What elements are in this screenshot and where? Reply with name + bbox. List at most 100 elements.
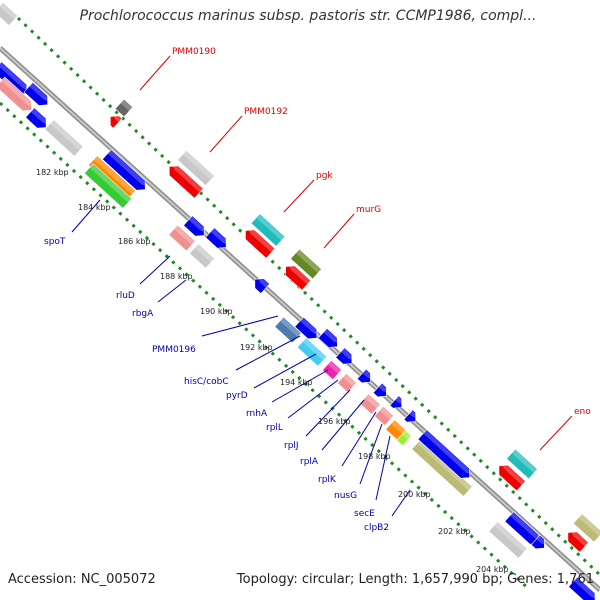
forward-gene-label: PMM0192	[244, 107, 288, 117]
gene-top-left-pink	[0, 76, 34, 112]
reverse-gene-label: secE	[354, 509, 375, 519]
label-leader-lines	[71, 55, 573, 517]
topology-summary: Topology: circular; Length: 1,657,990 bp…	[236, 572, 594, 587]
kbp-tick-label: 198 kbp	[358, 452, 391, 461]
forward-gene-label: eno	[574, 407, 591, 417]
leader-line	[305, 389, 351, 437]
leader-line	[253, 353, 317, 389]
gene-bottom-blue-2	[530, 534, 547, 550]
gene-pmm0192-red	[168, 163, 204, 199]
kbp-tick-label: 186 kbp	[118, 237, 151, 246]
gene-edge-blue	[568, 576, 598, 600]
gene-pmm0196-steel	[274, 316, 302, 344]
leader-line	[321, 399, 365, 451]
gene-left-blue-3	[25, 107, 49, 129]
reverse-gene-label: rplA	[300, 457, 319, 467]
leader-line	[359, 423, 383, 485]
forward-gene-label: PMM0190	[172, 47, 216, 57]
gene-pmm0190-darkgrey	[114, 98, 134, 118]
gene-edge-olive	[572, 513, 600, 543]
leader-line	[201, 315, 279, 337]
reverse-gene-label: rnhA	[246, 409, 268, 419]
leader-line	[323, 213, 355, 249]
reverse-gene-label: rluD	[116, 291, 135, 301]
leader-line	[341, 411, 377, 467]
kbp-tick-label: 194 kbp	[280, 378, 313, 387]
map-title: Prochlorococcus marinus subsp. pastoris …	[79, 8, 537, 24]
leader-line	[283, 179, 315, 213]
gene-blue-b	[335, 347, 355, 365]
leader-line	[209, 115, 243, 153]
kbp-tick-label: 200 kbp	[398, 490, 431, 499]
gene-edge-red	[567, 530, 589, 553]
gene-murg-olive	[290, 248, 322, 280]
leader-line	[271, 369, 329, 403]
gene-rlud-pink	[168, 224, 196, 252]
reverse-gene-label: rplJ	[284, 441, 299, 451]
gene-small-blue	[254, 276, 270, 294]
gene-pgk-cyan	[250, 213, 286, 247]
kbp-tick-label: 182 kbp	[36, 168, 69, 177]
leader-line	[539, 415, 573, 451]
reverse-gene-label: nusG	[334, 491, 357, 501]
reverse-gene-label: rplL	[266, 423, 283, 433]
kbp-tick-label: 192 kbp	[240, 343, 273, 352]
reverse-gene-label: hisC/cobC	[184, 377, 229, 387]
kbp-tick-label: 202 kbp	[438, 527, 471, 536]
kbp-tick-label: 188 kbp	[160, 272, 193, 281]
accession-text: Accession: NC_005072	[8, 572, 156, 587]
leader-line	[287, 379, 339, 419]
gene-rpll-pink	[359, 393, 381, 415]
gene-blue-f	[403, 409, 419, 423]
leader-line	[235, 335, 301, 371]
gene-eno-red	[498, 463, 526, 492]
gene-top-left-blue-2	[23, 82, 50, 106]
kbp-tick-label: 204 kbp	[476, 565, 509, 574]
leader-line	[139, 255, 171, 285]
gene-edge-grey	[0, 2, 19, 26]
gene-pyrd-magenta	[322, 360, 342, 380]
gene-rbga-grey	[189, 243, 215, 269]
gene-pgk-red	[245, 227, 276, 259]
kbp-tick-label: 196 kbp	[318, 417, 351, 426]
inner-dotted-ruler	[0, 101, 532, 592]
leader-line	[139, 55, 171, 91]
kbp-tick-label: 190 kbp	[200, 307, 233, 316]
gene-pmm0190-red	[109, 114, 123, 129]
ruler-dotted-lines	[0, 16, 600, 592]
gene-clpb2-blue	[417, 429, 473, 479]
leader-line	[391, 489, 411, 517]
reverse-gene-label: clpB2	[364, 523, 389, 533]
leader-line	[71, 199, 101, 233]
reverse-gene-label: PMM0196	[152, 345, 196, 355]
gene-rplj-pink	[374, 406, 394, 426]
forward-gene-label: murG	[356, 205, 381, 215]
reverse-gene-label: spoT	[44, 237, 66, 247]
gene-blue-d	[372, 382, 389, 398]
gene-spot-green	[83, 163, 133, 209]
leader-line	[375, 435, 391, 501]
gene-pmm0196-blue	[294, 316, 320, 340]
outer-dotted-ruler	[16, 16, 600, 577]
reverse-gene-label: rbgA	[132, 309, 154, 319]
gene-rnha-pink	[337, 373, 357, 393]
gene-hisc-cyan	[296, 337, 328, 367]
gene-left-grey	[44, 119, 84, 157]
reverse-gene-label: rplK	[318, 475, 337, 485]
forward-gene-label: pgk	[316, 171, 333, 181]
gene-bottom-grey	[488, 521, 528, 559]
leader-line	[157, 279, 187, 303]
backbone	[0, 46, 600, 592]
gene-murg-red	[285, 263, 312, 291]
gene-eno-cyan	[506, 448, 538, 480]
gene-rlud-blue	[183, 215, 207, 237]
gene-rlud-blue-2	[205, 227, 229, 249]
reverse-gene-label: pyrD	[226, 391, 248, 401]
gene-pmm0192-grey	[177, 149, 215, 187]
gene-rplk-lime	[396, 430, 412, 446]
gene-spot-blue	[101, 149, 148, 191]
gene-blue-a	[317, 328, 340, 348]
